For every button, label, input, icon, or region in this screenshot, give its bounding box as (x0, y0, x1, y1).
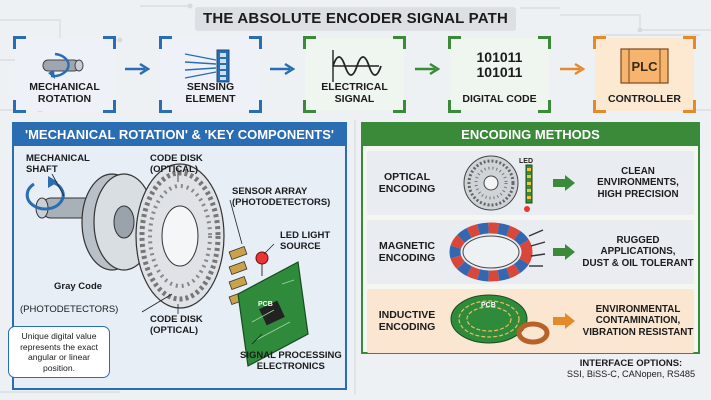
method-description: ENVIRONMENTAL CONTAMINATION, VIBRATION R… (582, 303, 694, 338)
box-corner (159, 36, 172, 49)
callout-led: LED LIGHT SOURCE (280, 230, 331, 252)
panel-heading: 'MECHANICAL ROTATION' & 'KEY COMPONENTS' (14, 124, 345, 146)
box-corner (13, 36, 26, 49)
interface-title: INTERFACE OPTIONS: (579, 358, 683, 369)
plc-icon: PLC (595, 46, 694, 86)
position-note: Unique digital value represents the exac… (8, 326, 110, 378)
encoder-assembly-illustration: PCB (25, 163, 309, 367)
callout-sensor-array: SENSOR ARRAY (PHOTODETECTORS) (232, 186, 331, 208)
box-corner (103, 100, 116, 113)
optical-disk-icon: LED (463, 155, 533, 212)
box-corner (13, 100, 26, 113)
arrow-right-icon (553, 244, 575, 260)
method-name: INDUCTIVE ENCODING (378, 309, 436, 333)
interface-options: INTERFACE OPTIONS: SSI, BiSS-C, CANopen,… (556, 358, 706, 396)
arrow-right-icon (270, 62, 296, 76)
pcb-label: PCB (258, 301, 273, 308)
method-name: OPTICAL ENCODING (378, 171, 436, 195)
box-corner (538, 100, 551, 113)
box-corner (683, 100, 696, 113)
flow-label: DIGITAL CODE (462, 93, 537, 105)
shaft-icon (15, 46, 114, 86)
method-row-inductive: INDUCTIVE ENCODING PCB ENVIRONMENTAL CON… (367, 289, 694, 353)
page-title: THE ABSOLUTE ENCODER SIGNAL PATH (195, 7, 516, 31)
callout-photodetectors: (PHOTODETECTORS) (20, 304, 119, 315)
box-corner (249, 100, 262, 113)
callout-gray-code: Gray Code (54, 281, 103, 292)
box-corner (683, 36, 696, 49)
plc-label: PLC (632, 59, 659, 74)
flow-label: MECHANICAL ROTATION (29, 81, 100, 105)
interface-list: SSI, BiSS-C, CANopen, RS485 (566, 369, 696, 379)
box-corner (303, 100, 316, 113)
flow-step-digital-code: 101011 101011 DIGITAL CODE (448, 36, 551, 113)
box-corner (448, 100, 461, 113)
arrow-right-icon (125, 62, 151, 76)
flow-step-controller: PLC CONTROLLER (593, 36, 696, 113)
flow-step-electrical-signal: ELECTRICAL SIGNAL (303, 36, 406, 113)
box-corner (538, 36, 551, 49)
arrow-right-icon (553, 175, 575, 191)
flow-step-mechanical-rotation: MECHANICAL ROTATION (13, 36, 116, 113)
method-description: CLEAN ENVIRONMENTS, HIGH PRECISION (597, 165, 679, 200)
arrow-right-icon (560, 62, 586, 76)
encoding-methods-panel: ENCODING METHODS OPTICAL ENCODING LED CL… (361, 122, 700, 354)
box-corner (303, 36, 316, 49)
arrow-right-icon (553, 313, 575, 329)
sensor-icon (161, 46, 260, 86)
box-corner (593, 100, 606, 113)
box-corner (593, 36, 606, 49)
callout-electronics: SIGNAL PROCESSING ELECTRONICS (240, 350, 342, 372)
method-row-magnetic: MAGNETIC ENCODING RUGGED APPLICATIONS, D… (367, 220, 694, 284)
method-row-optical: OPTICAL ENCODING LED CLEAN ENVIRONMENTS,… (367, 151, 694, 215)
box-corner (249, 36, 262, 49)
box-corner (448, 36, 461, 49)
inductive-pcb-icon: PCB (450, 294, 550, 345)
flow-step-sensing-element: SENSING ELEMENT (159, 36, 262, 113)
pcb-label: PCB (481, 302, 496, 309)
callout-code-disk-bottom: CODE DISK (OPTICAL) (150, 314, 203, 336)
box-corner (393, 100, 406, 113)
box-corner (159, 100, 172, 113)
led-label: LED (519, 158, 533, 165)
callout-code-disk-top: CODE DISK (OPTICAL) (150, 153, 203, 175)
box-corner (393, 36, 406, 49)
callout-shaft: MECHANICAL SHAFT (26, 153, 90, 175)
method-description: RUGGED APPLICATIONS, DUST & OIL TOLERANT (582, 234, 694, 269)
box-corner (103, 36, 116, 49)
flow-label: ELECTRICAL SIGNAL (321, 81, 388, 105)
code-line: 101011 (476, 49, 523, 65)
code-line: 101011 (476, 64, 523, 80)
flow-label: SENSING ELEMENT (185, 81, 236, 105)
waveform-icon (305, 46, 404, 86)
magnetic-ring-icon (449, 222, 546, 282)
panel-heading: ENCODING METHODS (363, 124, 698, 146)
arrow-right-icon (415, 62, 441, 76)
flow-label: CONTROLLER (608, 93, 681, 105)
method-name: MAGNETIC ENCODING (378, 240, 436, 264)
